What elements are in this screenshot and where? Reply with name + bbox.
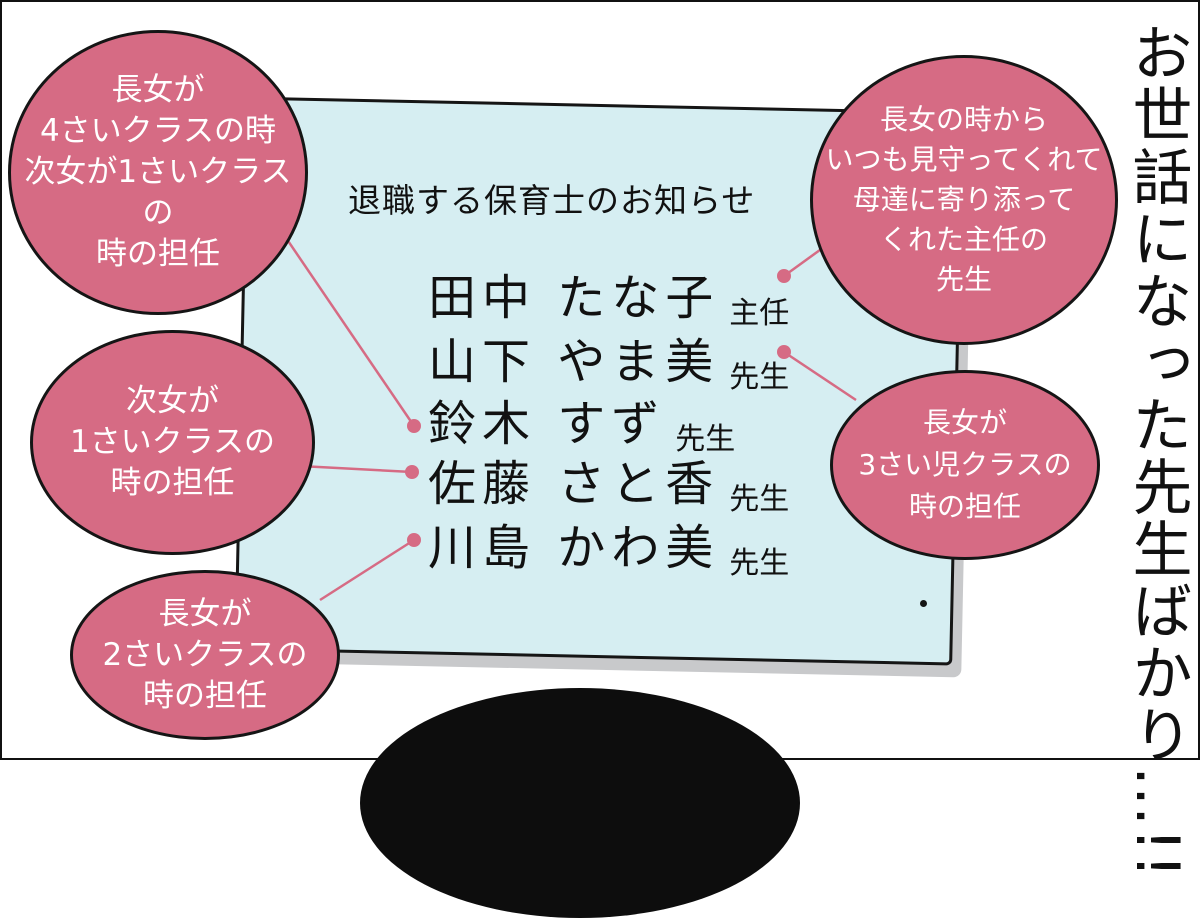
teacher-row: 鈴木 すず先生 <box>428 384 735 457</box>
teacher-row: 山下 やま美先生 <box>428 322 789 395</box>
bubble-text: 次女が 1さいクラスの 時の担任 <box>69 383 276 501</box>
teacher-role: 主任 <box>729 295 790 331</box>
teacher-role: 先生 <box>729 359 790 395</box>
bubble-text: 長女が 2さいクラスの 時の担任 <box>102 595 308 714</box>
teacher-role: 先生 <box>675 421 736 457</box>
bubble-text: 長女の時から いつも見守ってくれて 母達に寄り添って くれた主任の 先生 <box>825 103 1103 296</box>
notice-title: 退職する保育士のお知らせ <box>348 181 756 220</box>
teacher-name: 佐藤 さと香 <box>428 456 720 512</box>
teacher-role: 先生 <box>729 545 790 581</box>
teacher-role: 先生 <box>729 481 790 517</box>
teacher-name: 川島 かわ美 <box>428 520 720 576</box>
bubble-text: 長女が 3さい児クラスの 時の担任 <box>858 406 1072 523</box>
speech-bubble-right-middle: 長女が 3さい児クラスの 時の担任 <box>830 370 1100 560</box>
teacher-row: 佐藤 さと香先生 <box>428 444 789 517</box>
teacher-name: 田中 たな子 <box>428 270 720 326</box>
teacher-name: 鈴木 すず <box>428 396 666 452</box>
speech-bubble-left-bottom: 長女が 2さいクラスの 時の担任 <box>70 570 340 740</box>
head-silhouette <box>360 688 800 918</box>
teacher-row: 川島 かわ美先生 <box>428 508 789 581</box>
vertical-caption: お世話になった先生ばかり…!! <box>1122 22 1192 881</box>
speech-bubble-left-top: 長女が 4さいクラスの時 次女が1さいクラスの 時の担任 <box>8 30 308 315</box>
pin-dot <box>920 600 927 607</box>
bubble-text: 長女が 4さいクラスの時 次女が1さいクラスの 時の担任 <box>24 72 292 272</box>
teacher-name: 山下 やま美 <box>428 334 720 390</box>
teacher-row: 田中 たな子主任 <box>428 258 789 331</box>
speech-bubble-right-top: 長女の時から いつも見守ってくれて 母達に寄り添って くれた主任の 先生 <box>810 55 1118 345</box>
speech-bubble-left-middle: 次女が 1さいクラスの 時の担任 <box>30 330 315 555</box>
